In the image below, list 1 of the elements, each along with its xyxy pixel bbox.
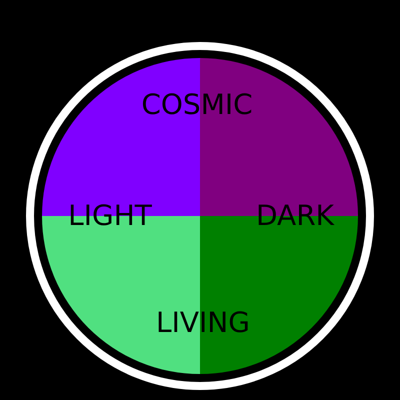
quadrant-label: COSMIC (141, 91, 253, 119)
